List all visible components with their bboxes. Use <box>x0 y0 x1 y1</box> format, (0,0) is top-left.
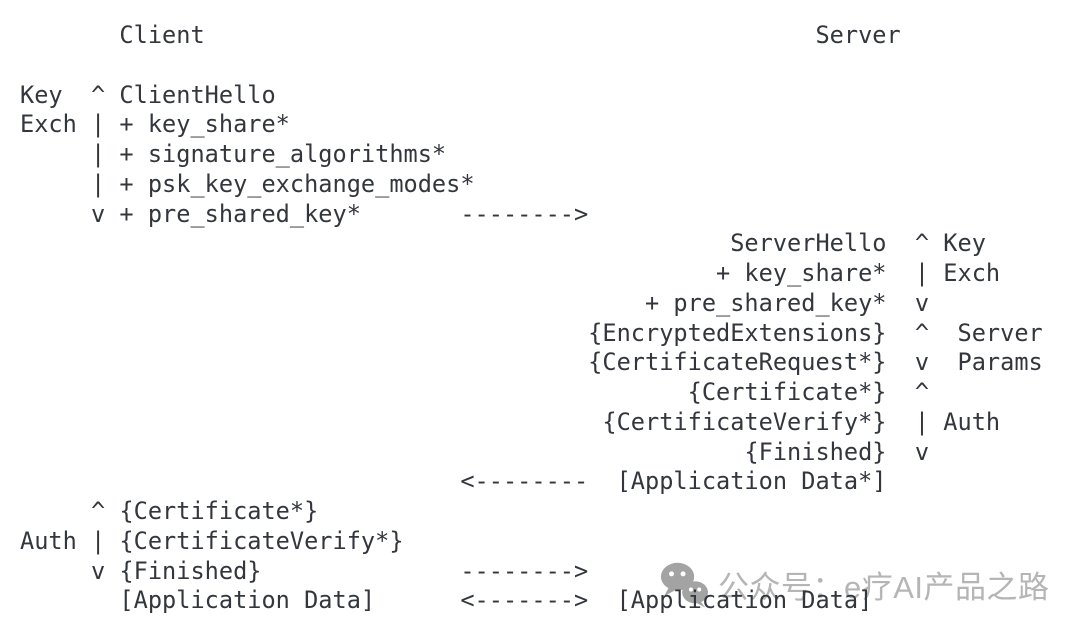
clienthello-line: Key ^ ClientHello <box>20 80 276 109</box>
client-finished-arrow-line: v {Finished} --------> <box>20 556 589 585</box>
client-certificate-line: ^ {Certificate*} <box>20 497 319 525</box>
signature-algorithms-line: | + signature_algorithms* <box>20 140 447 168</box>
application-data-line: [Application Data] <-------> [Applicatio… <box>20 586 873 615</box>
server-certificate-verify-line: {CertificateVerify*} | Auth <box>20 407 1001 436</box>
server-pre-shared-key-line: + pre_shared_key* v <box>20 288 930 317</box>
pre-shared-key-arrow-line: v + pre_shared_key* --------> <box>20 199 589 228</box>
encrypted-extensions-line: {EncryptedExtensions} ^ Server <box>20 318 1043 347</box>
headers-line: Client Server <box>20 21 901 49</box>
certificate-request-line: {CertificateRequest*} v Params <box>20 348 1043 377</box>
client-key-share-line: Exch | + key_share* <box>20 110 290 139</box>
server-finished-line: {Finished} v <box>20 437 930 466</box>
server-application-data-line: <-------- [Application Data*] <box>20 467 887 496</box>
watermark: 公众号：e疗AI产品之路 <box>658 560 1050 608</box>
watermark-text: 公众号：e疗AI产品之路 <box>718 569 1050 605</box>
wechat-icon <box>658 560 710 608</box>
serverhello-line: ServerHello ^ Key <box>20 229 986 258</box>
blank-line <box>20 51 1043 81</box>
client-certificate-verify-line: Auth | {CertificateVerify*} <box>20 526 404 555</box>
psk-key-exchange-modes-line: | + psk_key_exchange_modes* <box>20 169 475 198</box>
server-key-share-line: + key_share* | Exch <box>20 259 1001 287</box>
server-certificate-line: {Certificate*} ^ <box>20 378 930 406</box>
